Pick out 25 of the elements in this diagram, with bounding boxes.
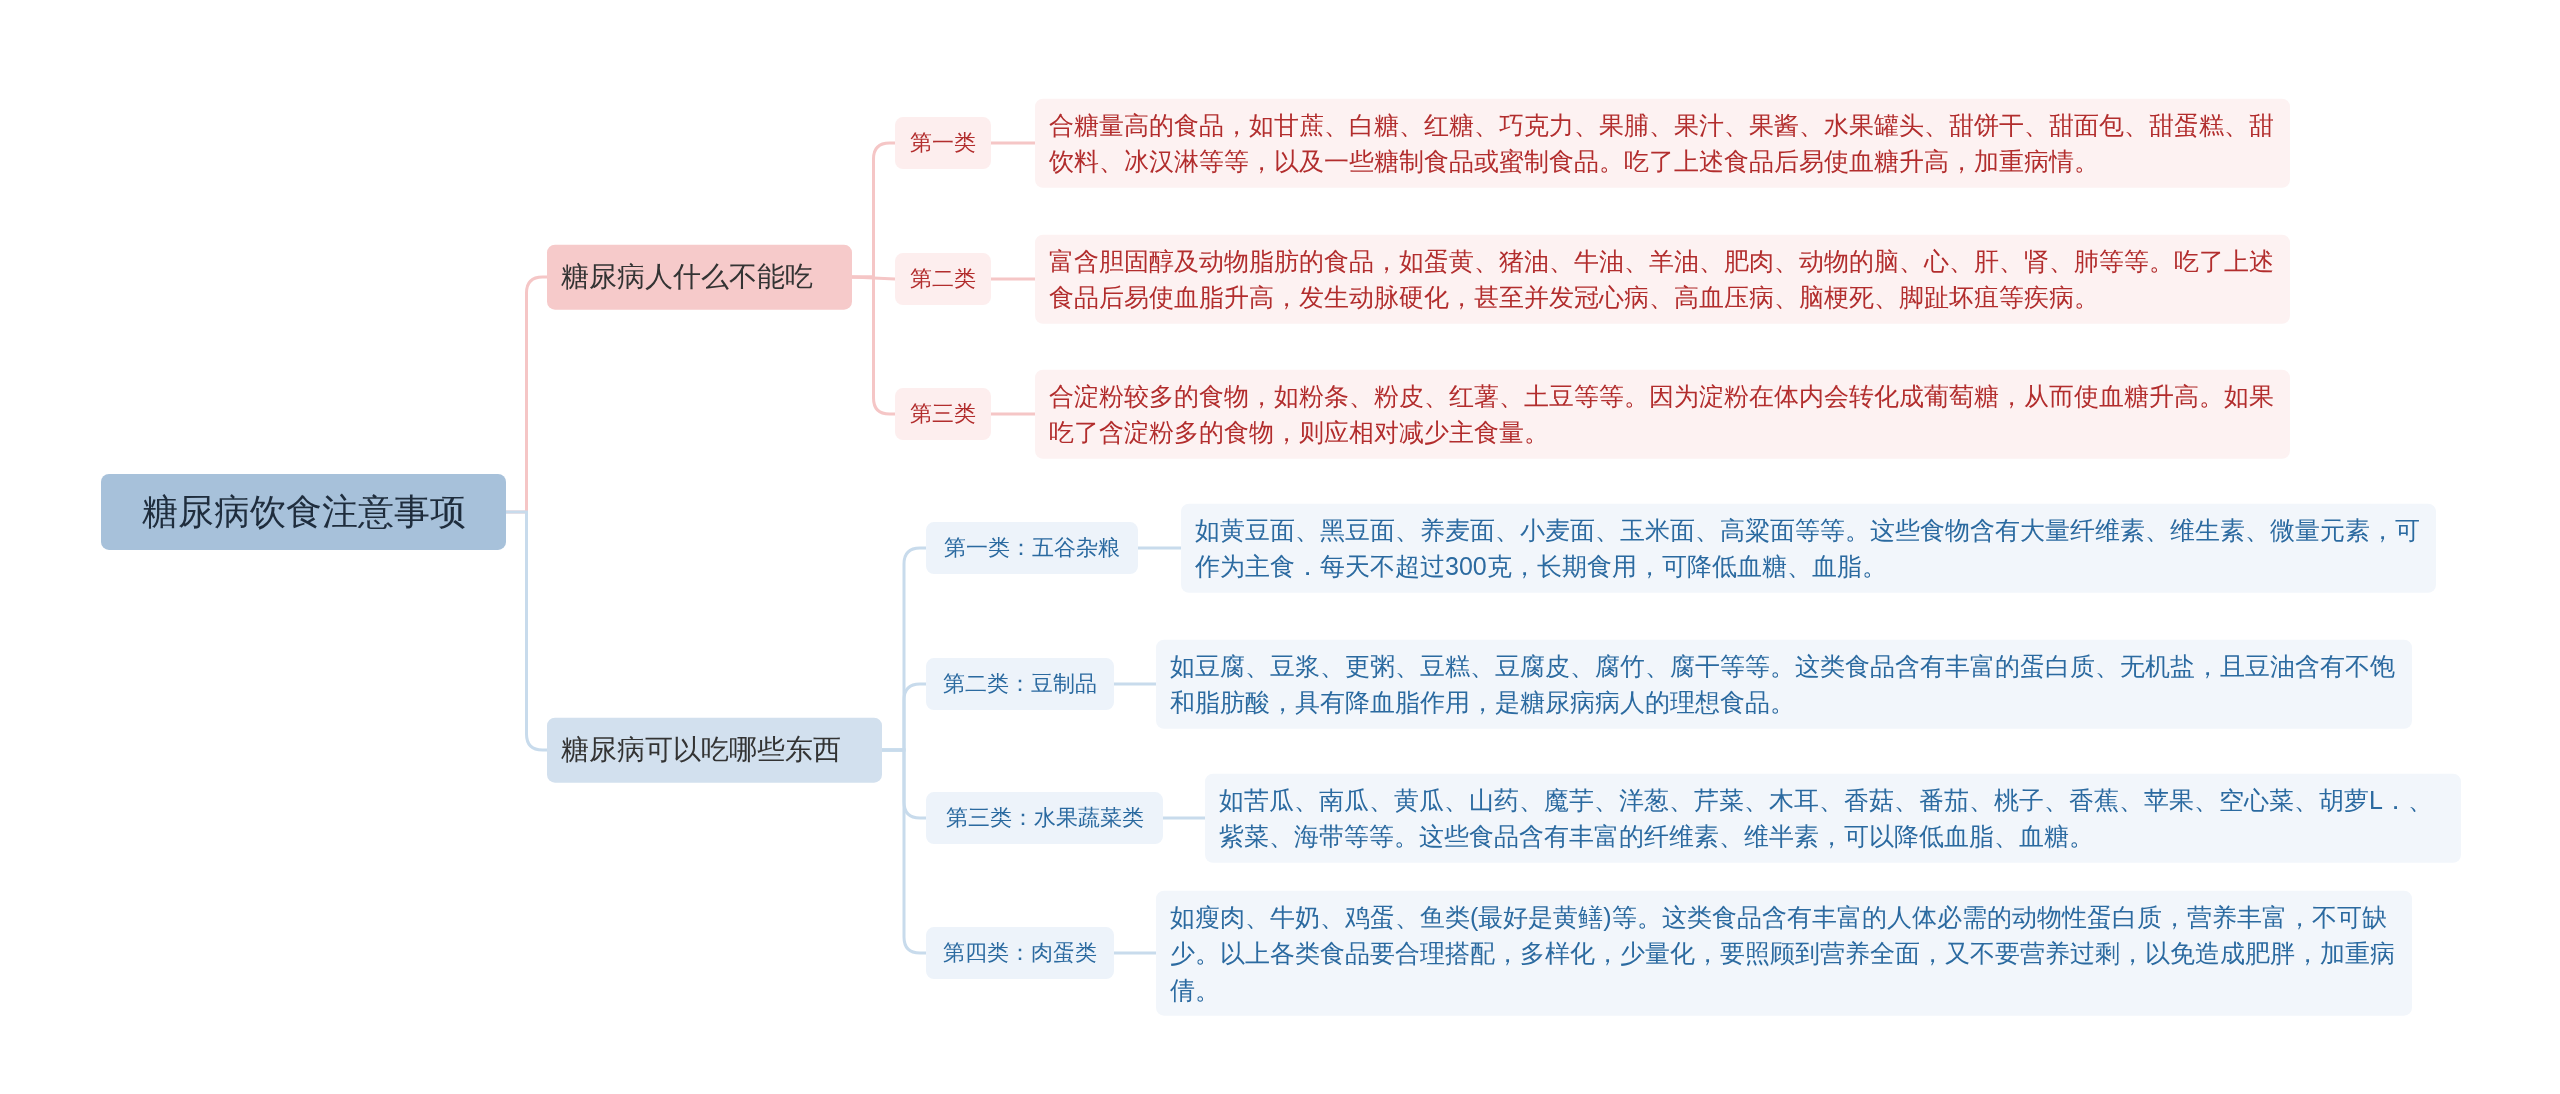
description-box: 富含胆固醇及动物脂肪的食品，如蛋黄、猪油、牛油、羊油、肥肉、动物的脑、心、肝、肾、肺等等。吃了上述食品后易使血脂升高，发生动脉硬化，甚至并发冠心病、高血压病、脑梗死、脚趾坏疽等疾病。	[1035, 234, 2290, 324]
connector-line	[1138, 546, 1181, 550]
category-tag: 第三类：水果蔬菜类	[926, 792, 1163, 844]
description-box: 如豆腐、豆浆、更粥、豆糕、豆腐皮、腐竹、腐干等等。这类食品含有丰富的蛋白质、无机盐，且豆油含有不饱和脂肪酸，具有降血脂作用，是糖尿病病人的理想食品。	[1156, 639, 2412, 729]
category-tag: 第一类：五谷杂粮	[926, 522, 1138, 574]
connector-line	[1114, 951, 1156, 955]
connector-line	[991, 412, 1035, 416]
description-box: 合淀粉较多的食物，如粉条、粉皮、红薯、土豆等等。因为淀粉在体内会转化成葡萄糖，从而使血糖升高。如果吃了含淀粉多的食物，则应相对减少主食量。	[1035, 369, 2290, 459]
root-topic-box: 糖尿病饮食注意事项	[101, 473, 506, 551]
connector-line	[1114, 682, 1156, 686]
category-tag: 第一类	[895, 117, 991, 169]
branch-topic-box: 糖尿病人什么不能吃	[547, 244, 852, 310]
description-box: 如瘦肉、牛奶、鸡蛋、鱼类(最好是黄鳝)等。这类食品含有丰富的人体必需的动物性蛋白质，营养丰富，不可缺少。以上各类食品要合理搭配，多样化，少量化，要照顾到营养全面，又不要营养过剩，以免造成肥胖，加重病倩。	[1156, 890, 2412, 1016]
connector-line	[991, 141, 1035, 145]
branch-topic-box: 糖尿病可以吃哪些东西	[547, 717, 882, 783]
connector-line	[991, 277, 1035, 281]
category-tag: 第二类：豆制品	[926, 658, 1114, 710]
description-box: 如黄豆面、黑豆面、养麦面、小麦面、玉米面、高粱面等等。这些食物含有大量纤维素、维生素、微量元素，可作为主食．每天不超过300克，长期食用，可降低血糖、血脂。	[1181, 503, 2436, 593]
category-tag: 第四类：肉蛋类	[926, 927, 1114, 979]
category-tag: 第二类	[895, 253, 991, 305]
category-tag: 第三类	[895, 388, 991, 440]
description-box: 合糖量高的食品，如甘蔗、白糖、红糖、巧克力、果脯、果汁、果酱、水果罐头、甜饼干、甜面包、甜蛋糕、甜饮料、冰汉淋等等，以及一些糖制食品或蜜制食品。吃了上述食品后易使血糖升高，加重病情。	[1035, 98, 2290, 188]
connector-line	[1163, 816, 1205, 820]
description-box: 如苦瓜、南瓜、黄瓜、山药、魔芋、洋葱、芹菜、木耳、香菇、番茄、桃子、香蕉、苹果、空心菜、胡萝L．、紫菜、海带等等。这些食品含有丰富的纤维素、维半素，可以降低血脂、血糖。	[1205, 773, 2461, 863]
connector-line	[882, 748, 926, 955]
